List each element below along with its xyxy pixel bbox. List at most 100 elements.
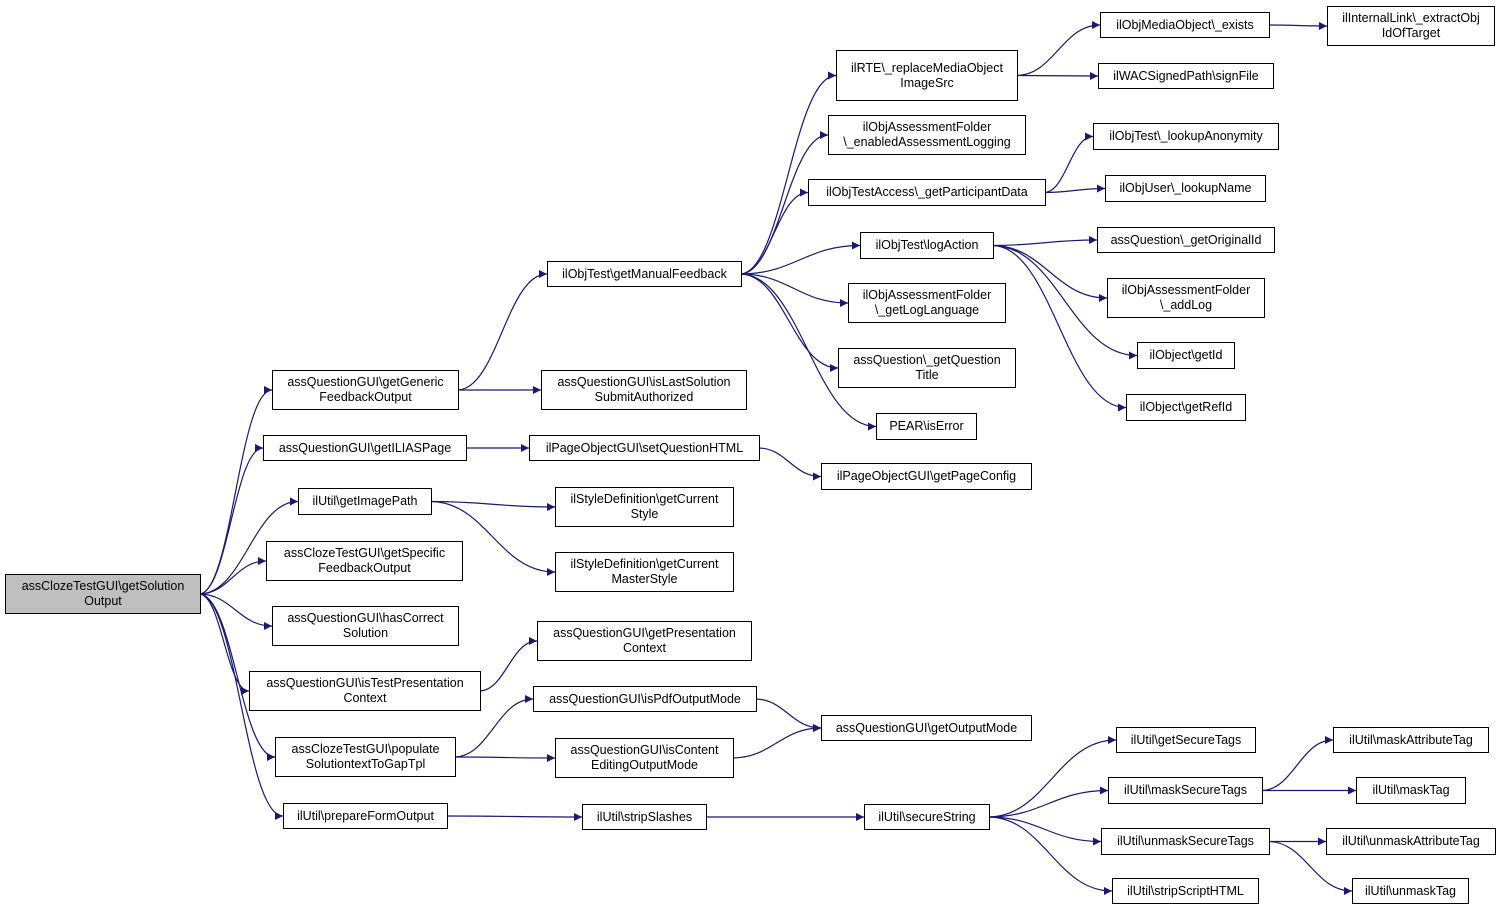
edge-getManualFeedback-to-isError (739, 273, 877, 431)
node-label-line: Context (343, 691, 387, 705)
node-unmaskTag[interactable]: ilUtil\unmaskTag (1352, 878, 1469, 904)
edge-secureString-to-unmaskSecureTags (987, 816, 1102, 846)
edge-getImagePath-to-getCurrentMasterStyle (429, 500, 556, 576)
edge-getManualFeedback-to-getParticipantData (739, 188, 809, 275)
node-getImagePath[interactable]: ilUtil\getImagePath (298, 488, 432, 515)
edge-logAction-to-getId (991, 244, 1138, 360)
node-label-line: \_enabledAssessmentLogging (843, 135, 1011, 149)
edge-isPdfOutputMode-to-getOutputMode (754, 698, 822, 732)
node-getLogLanguage[interactable]: ilObjAssessmentFolder\_getLogLanguage (848, 283, 1006, 323)
node-isError[interactable]: PEAR\isError (876, 413, 977, 440)
edge-prepareFormOutput-to-stripSlashes (445, 812, 583, 821)
node-label-line: FeedbackOutput (318, 561, 411, 575)
node-secureString[interactable]: ilUtil\secureString (864, 804, 990, 830)
node-stripScriptHTML[interactable]: ilUtil\stripScriptHTML (1112, 878, 1259, 904)
node-getRefId[interactable]: ilObject\getRefId (1126, 394, 1246, 421)
node-unmaskAttributeTag[interactable]: ilUtil\unmaskAttributeTag (1326, 828, 1496, 855)
node-label-line: ilObject\getRefId (1139, 400, 1233, 414)
node-getSecureTags[interactable]: ilUtil\getSecureTags (1116, 727, 1256, 753)
edge-getGenericFeedbackOutput-to-getManualFeedback (456, 270, 548, 391)
edge-unmaskSecureTags-to-unmaskTag (1267, 840, 1353, 895)
node-isPdfOutputMode[interactable]: assQuestionGUI\isPdfOutputMode (533, 686, 757, 712)
node-label-line: ilStyleDefinition\getCurrent (570, 492, 719, 506)
edge-secureString-to-stripScriptHTML (987, 816, 1113, 895)
node-enabledAssessmentLogging[interactable]: ilObjAssessmentFolder\_enabledAssessment… (828, 115, 1026, 155)
node-getILIASPage[interactable]: assQuestionGUI\getILIASPage (263, 435, 467, 461)
node-lookupAnonymity[interactable]: ilObjTest\_lookupAnonymity (1093, 123, 1279, 150)
node-getPageConfig[interactable]: ilPageObjectGUI\getPageConfig (821, 463, 1032, 490)
node-label-line: assQuestionGUI\getPresentation (553, 626, 736, 640)
edge-getManualFeedback-to-replaceMediaObjectImageSrc (739, 71, 837, 275)
node-signFile[interactable]: ilWACSignedPath\signFile (1098, 63, 1274, 89)
edge-getManualFeedback-to-logAction (739, 241, 861, 275)
node-addLog[interactable]: ilObjAssessmentFolder\_addLog (1107, 278, 1265, 318)
node-stripSlashes[interactable]: ilUtil\stripSlashes (582, 804, 707, 830)
edge-getImagePath-to-getCurrentStyle (429, 500, 556, 511)
node-label-line: \_getLogLanguage (874, 303, 980, 317)
node-exists[interactable]: ilObjMediaObject\_exists (1100, 12, 1270, 38)
edge-root-to-getILIASPage (198, 444, 264, 595)
node-label-line: assQuestionGUI\getOutputMode (835, 720, 1018, 735)
edge-getManualFeedback-to-getQuestionTitle (739, 273, 839, 372)
node-label-line: ilObjTest\logAction (875, 238, 979, 252)
node-label-line: ilUtil\maskAttributeTag (1349, 732, 1473, 747)
node-getParticipantData[interactable]: ilObjTestAccess\_getParticipantData (808, 179, 1046, 206)
edge-logAction-to-addLog (991, 244, 1108, 302)
edge-root-to-prepareFormOutput (198, 593, 284, 820)
node-label-line: ilObjMediaObject\_exists (1116, 17, 1254, 32)
edge-setQuestionHTML-to-getPageConfig (757, 447, 822, 481)
node-label-line: assQuestionGUI\isContent (570, 743, 719, 757)
edge-isContentEditingOutputMode-to-getOutputMode (731, 724, 822, 759)
node-unmaskSecureTags[interactable]: ilUtil\unmaskSecureTags (1101, 828, 1270, 855)
node-label-line: assQuestion\_getQuestion (853, 353, 1001, 367)
node-label-line: Context (622, 641, 667, 655)
node-label-line: \_addLog (1159, 298, 1213, 312)
node-maskAttributeTag[interactable]: ilUtil\maskAttributeTag (1333, 727, 1489, 753)
node-label-line: SubmitAuthorized (594, 390, 694, 404)
edge-isTestPresentationContext-to-getPresentationContext (478, 637, 538, 692)
edge-populateSolutiontextToGapTpl-to-isContentEditingOutputMode (453, 753, 556, 762)
node-getManualFeedback[interactable]: ilObjTest\getManualFeedback (547, 261, 742, 287)
node-lookupName[interactable]: ilObjUser\_lookupName (1105, 175, 1266, 202)
node-label-line: ilObjTest\getManualFeedback (562, 266, 727, 281)
node-prepareFormOutput[interactable]: ilUtil\prepareFormOutput (283, 803, 448, 829)
node-getOutputMode[interactable]: assQuestionGUI\getOutputMode (821, 715, 1032, 741)
node-maskSecureTags[interactable]: ilUtil\maskSecureTags (1108, 777, 1263, 804)
node-getOriginalId[interactable]: assQuestion\_getOriginalId (1097, 227, 1275, 253)
node-label-line: PEAR\isError (889, 419, 964, 433)
node-label-line: assQuestionGUI\getGeneric (287, 375, 444, 389)
node-maskTag[interactable]: ilUtil\maskTag (1356, 777, 1466, 804)
node-label-line: Title (915, 368, 939, 382)
node-label-line: ilUtil\getSecureTags (1130, 732, 1242, 747)
node-label-line: FeedbackOutput (319, 390, 412, 404)
node-label-line: EditingOutputMode (590, 758, 698, 772)
node-label-line: assQuestionGUI\hasCorrect (287, 611, 444, 625)
node-logAction[interactable]: ilObjTest\logAction (860, 232, 994, 259)
node-getId[interactable]: ilObject\getId (1137, 342, 1235, 369)
edge-secureString-to-maskSecureTags (987, 786, 1109, 818)
edge-root-to-isTestPresentationContext (198, 593, 250, 695)
node-label-line: ilRTE\_replaceMediaObject (851, 60, 1003, 75)
node-label-line: assClozeTestGUI\populate (291, 742, 440, 756)
edge-getParticipantData-to-lookupAnonymity (1043, 132, 1094, 194)
node-setQuestionHTML[interactable]: ilPageObjectGUI\setQuestionHTML (529, 435, 760, 461)
edge-secureString-to-getSecureTags (987, 736, 1117, 818)
node-label-line: ilUtil\unmaskTag (1364, 883, 1456, 898)
node-label-line: assQuestionGUI\isLastSolution (557, 375, 731, 389)
node-label-line: ilPageObjectGUI\setQuestionHTML (545, 440, 744, 455)
node-label-line: assQuestionGUI\getILIASPage (278, 440, 452, 455)
